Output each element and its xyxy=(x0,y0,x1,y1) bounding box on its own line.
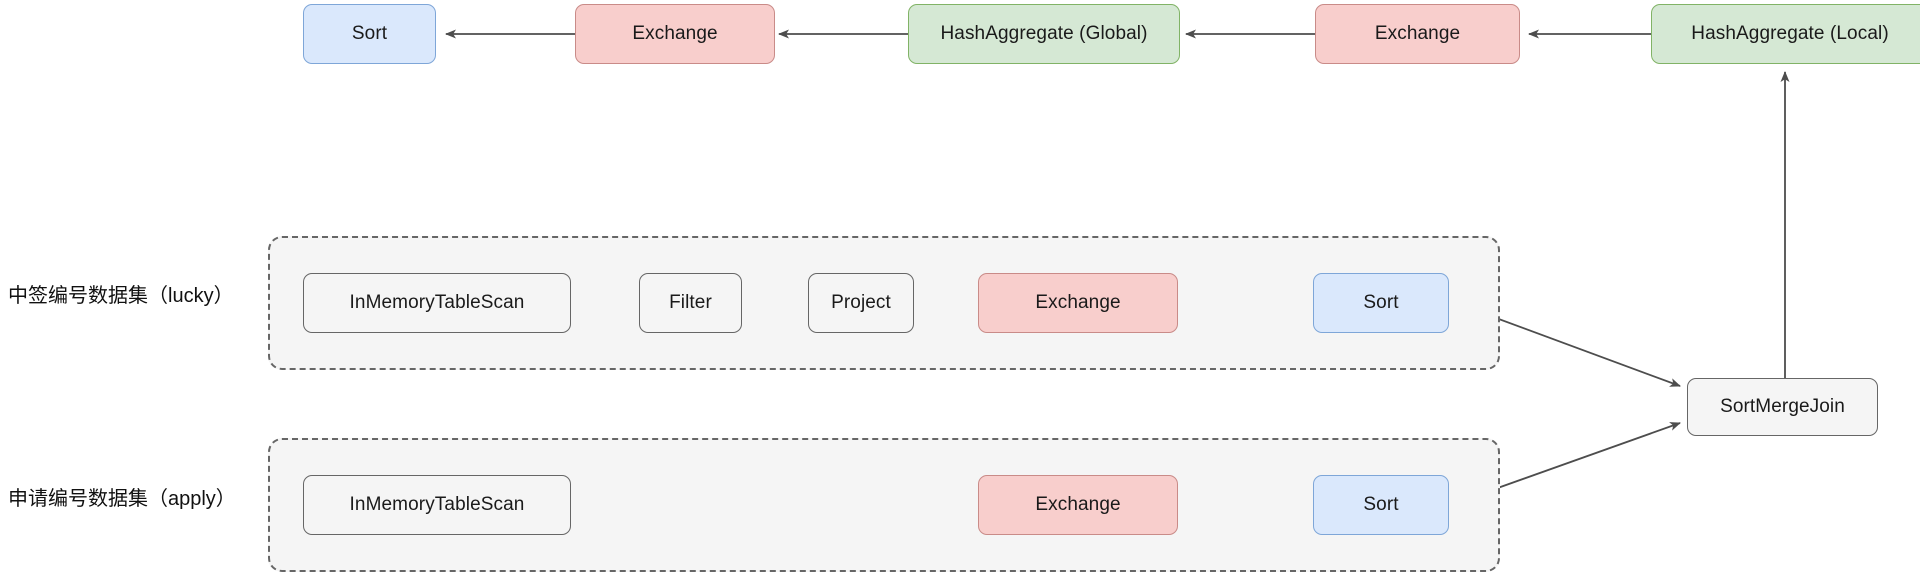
node-sortmergejoin[interactable]: SortMergeJoin xyxy=(1687,378,1878,436)
node-exchange-apply[interactable]: Exchange xyxy=(978,475,1178,535)
node-hashaggregate-local[interactable]: HashAggregate (Local) xyxy=(1651,4,1920,64)
node-sort-lucky[interactable]: Sort xyxy=(1313,273,1449,333)
side-label-lucky: 中签编号数据集（lucky） xyxy=(8,285,234,307)
node-filter-lucky[interactable]: Filter xyxy=(639,273,742,333)
node-hashaggregate-global[interactable]: HashAggregate (Global) xyxy=(908,4,1180,64)
node-sort-apply[interactable]: Sort xyxy=(1313,475,1449,535)
node-exchange-top-1[interactable]: Exchange xyxy=(575,4,775,64)
node-sort-top[interactable]: Sort xyxy=(303,4,436,64)
node-inmemorytablescan-lucky[interactable]: InMemoryTableScan xyxy=(303,273,571,333)
side-label-apply: 申请编号数据集（apply） xyxy=(8,488,236,510)
node-exchange-top-2[interactable]: Exchange xyxy=(1315,4,1520,64)
node-inmemorytablescan-apply[interactable]: InMemoryTableScan xyxy=(303,475,571,535)
node-project-lucky[interactable]: Project xyxy=(808,273,914,333)
node-exchange-lucky[interactable]: Exchange xyxy=(978,273,1178,333)
